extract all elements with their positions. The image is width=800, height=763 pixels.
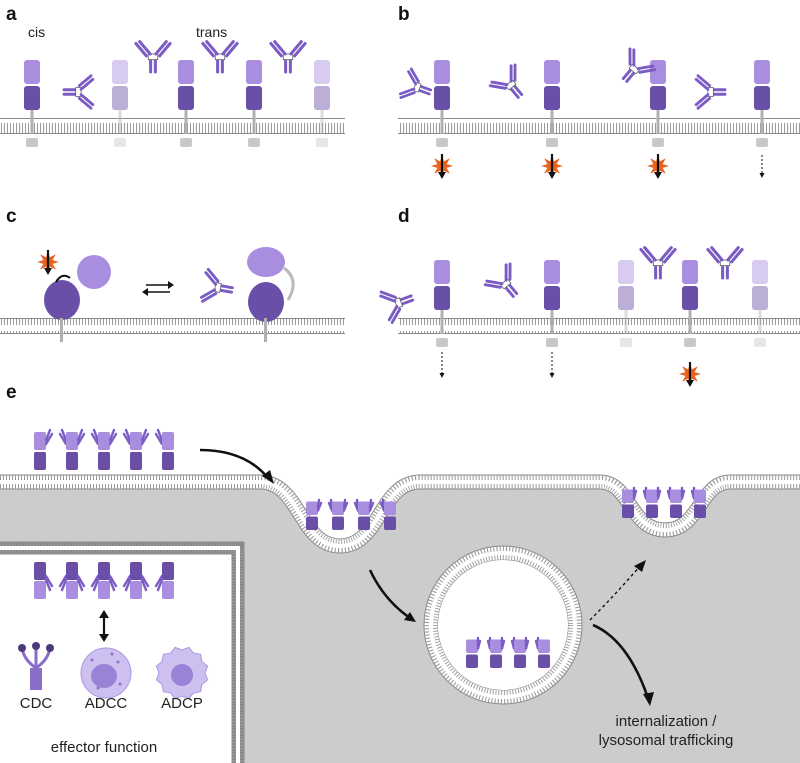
receptor [490,639,502,668]
antibody-c [200,267,234,303]
cell-cytoplasm [0,482,800,763]
antibody-b-4 [694,74,727,110]
cis-label: cis [28,24,45,40]
panel-letter-e: e [6,382,17,403]
antibody-trans-1 [134,40,172,74]
panel-letter-a: a [6,4,17,25]
receptor [358,501,370,530]
receptor [66,432,78,470]
cdc-complement-icon [18,642,54,690]
receptor-d-3 [618,260,634,347]
membrane-panel-b [398,118,800,134]
antibody-d-4 [706,246,744,280]
receptor [162,432,174,470]
adcp-label: ADCP [161,695,203,712]
effector-function-caption: effector function [51,739,157,756]
receptor [622,489,634,518]
receptor-d-1 [434,260,450,347]
receptor-cis [24,60,40,147]
receptor-closed-ligand [44,255,111,342]
receptor-trans-2 [178,60,194,147]
dotted-arrow-icon-d2 [549,352,555,378]
receptor [66,562,78,599]
signal-starburst-icon-b1 [431,154,453,179]
arrow-to-pit [199,448,274,484]
panel-letter-d: d [398,206,410,227]
signal-starburst-icon-b2 [541,154,563,179]
receptor-trans-3 [246,60,262,147]
antibody-b-2 [488,63,524,99]
antibody-d-2 [483,262,519,298]
effector-engaged-cluster [34,562,174,599]
membrane-panel-c [0,318,345,334]
pit-cluster-e [306,498,396,530]
receptor [466,639,478,668]
adcc-label: ADCC [85,695,128,712]
signal-starburst-icon-b3 [647,154,669,179]
panel-letter-c: c [6,206,17,227]
receptor-b-4 [754,60,770,147]
receptor-trans-4 [314,60,330,147]
signal-starburst-icon-d [679,362,701,387]
receptor [332,501,344,530]
receptor-b-1 [434,60,450,147]
receptor-d-5 [752,260,768,347]
receptor [306,501,318,530]
surface-cluster-e [34,428,174,470]
adcp-macrophage-icon [155,646,209,700]
membrane-panel-d [398,318,800,334]
antibody-d-1 [379,290,415,324]
receptor [514,639,526,668]
receptor [34,432,46,470]
receptor-trans-1 [112,60,128,147]
receptor [130,432,142,470]
antibody-b-3 [621,47,657,83]
lysosomal-trafficking-label: lysosomal trafficking [599,732,734,749]
receptor [384,501,396,530]
adcc-nk-cell-icon [80,647,132,699]
receptor [670,489,682,518]
arrow-to-lysosome [592,623,654,706]
receptor [538,639,550,668]
receptor-open-bound [247,247,295,342]
double-headed-arrow-icon [99,610,109,642]
cdc-label: CDC [20,695,53,712]
antibody-trans-3 [269,40,307,74]
antibody-d-3 [639,246,677,280]
receptor [98,432,110,470]
dotted-arrow-icon-d1 [439,352,445,378]
equilibrium-arrows-icon [142,281,174,296]
receptor [34,562,46,599]
endosome-vesicle [423,545,583,705]
receptor [694,489,706,518]
dotted-arrow-icon-b4 [759,155,765,178]
membrane-panel-a [0,118,345,134]
receptor [162,562,174,599]
receptor-d-2 [544,260,560,347]
receptor [98,562,110,599]
antibody-b-1 [399,67,433,100]
arrow-to-endosome [368,569,416,622]
antibody-cis [62,74,95,110]
trans-label: trans [196,24,227,40]
receptor-b-2 [544,60,560,147]
receptor [130,562,142,599]
endosome-cluster [466,636,550,668]
receptor [646,489,658,518]
antibody-trans-2 [201,40,239,74]
internalization-label: internalization / [616,713,718,730]
arrow-recycle [589,560,646,621]
pit-cluster-e-2 [622,486,706,518]
receptor-d-4 [682,260,698,347]
ligand-star-icon [37,250,59,275]
panel-letter-b: b [398,4,410,25]
